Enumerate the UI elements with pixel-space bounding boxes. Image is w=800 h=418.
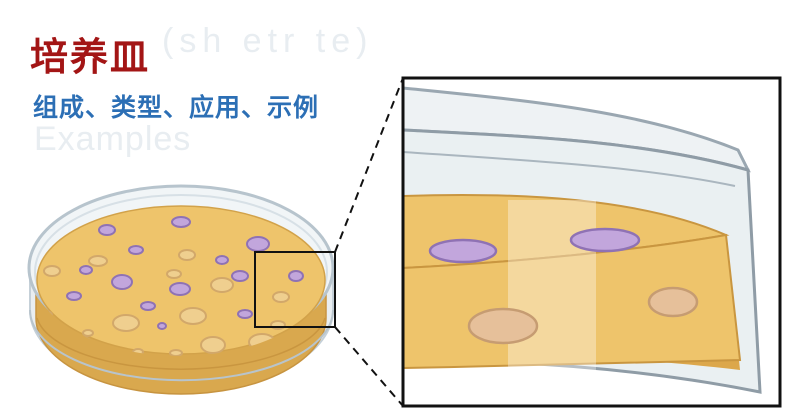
bacterial-colony [157, 322, 167, 330]
background-watermark-text: (sh etr te) [162, 22, 374, 60]
bacterial-colony [246, 236, 270, 252]
bacterial-colony [178, 249, 196, 261]
bacterial-colony [79, 265, 93, 275]
zoom-connector-top [334, 77, 404, 253]
bacterial-colony [128, 245, 144, 255]
agar-surface [36, 205, 326, 355]
bacterial-colony [215, 255, 229, 265]
bacterial-colony [210, 277, 234, 293]
bacterial-colony [98, 224, 116, 236]
page-title: 培养皿 [30, 35, 151, 79]
page-subtitle: 组成、类型、应用、示例 [33, 93, 320, 122]
bacterial-colony [112, 314, 140, 332]
zoom-connector-bottom [334, 326, 404, 407]
petri-dish-illustration [27, 184, 335, 395]
bacterial-colony [169, 349, 183, 356]
bacterial-colony [200, 336, 226, 354]
bacterial-colony [43, 265, 61, 277]
bacterial-colony [166, 269, 182, 279]
bacterial-colony [169, 282, 191, 296]
bacterial-colony [111, 274, 133, 290]
bacterial-colony [179, 307, 207, 325]
zoom-inset-border [401, 76, 782, 408]
bacterial-colony [428, 238, 498, 264]
bacterial-colony [237, 309, 253, 319]
bacterial-colony [171, 216, 191, 228]
zoom-inset [401, 76, 782, 408]
bacterial-colony [231, 270, 249, 282]
background-watermark-examples: Examples [34, 120, 192, 158]
bacterial-colony [88, 255, 108, 267]
bacterial-colony [647, 286, 699, 318]
bacterial-colony [272, 291, 290, 303]
bacterial-colony [66, 291, 82, 301]
bacterial-colony [467, 307, 539, 345]
glass-reflection [508, 200, 596, 375]
zoom-source-box [254, 251, 336, 328]
bacterial-colony [288, 270, 304, 282]
bacterial-colony [569, 227, 641, 253]
bacterial-colony [82, 329, 94, 337]
bacterial-colony [140, 301, 156, 311]
